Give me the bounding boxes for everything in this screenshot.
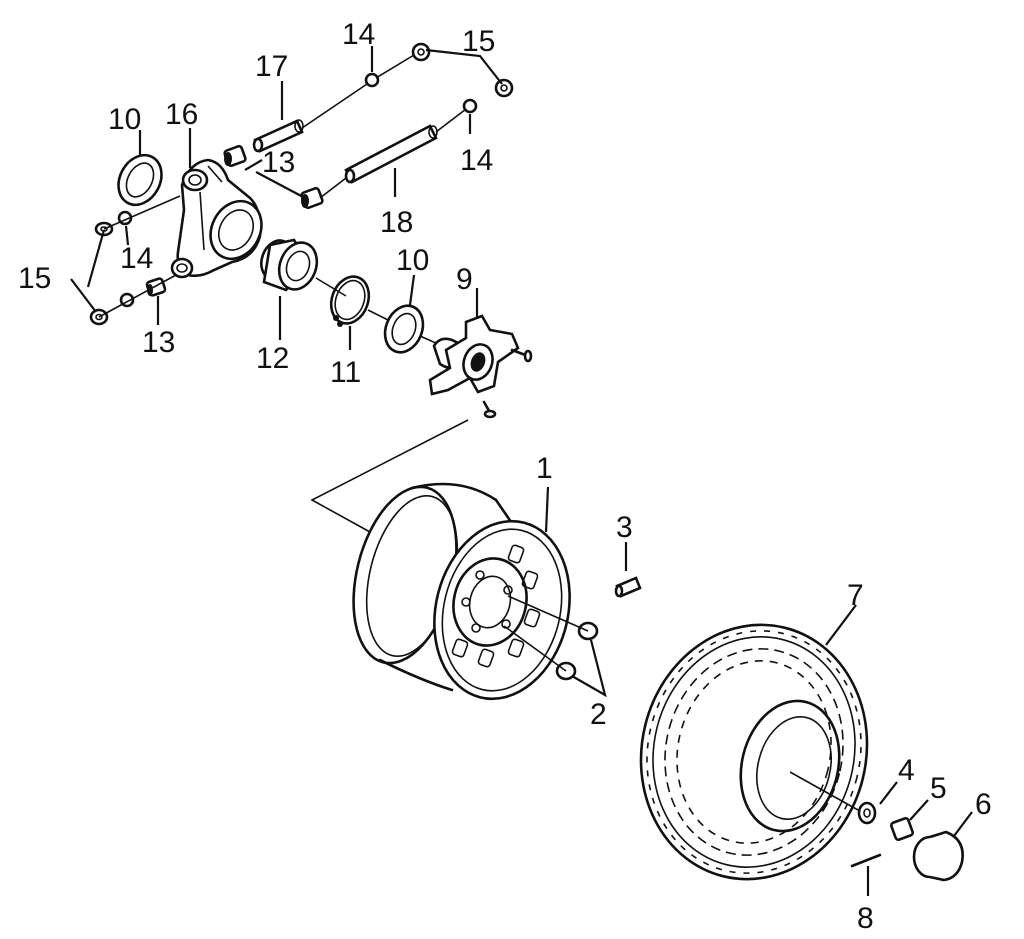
cotter-pin-8 (850, 853, 882, 868)
callout-14-right: 14 (460, 144, 493, 177)
callout-11: 11 (330, 356, 361, 389)
hub-9 (428, 314, 533, 419)
bushing-13-upper-b (300, 186, 324, 210)
callout-18: 18 (380, 206, 413, 239)
knuckle-16 (170, 158, 263, 279)
hub-cap-6 (912, 830, 964, 882)
callout-15-upper: 15 (462, 25, 495, 58)
callout-14-upper: 14 (342, 18, 375, 51)
oil-seal-10-upper (117, 153, 163, 207)
bushing-13-left (145, 277, 167, 297)
washer-4 (857, 801, 877, 825)
callout-8: 8 (857, 902, 874, 935)
valve-3 (614, 576, 642, 598)
callout-17: 17 (255, 50, 288, 83)
callout-13-upper: 13 (262, 146, 295, 179)
callout-15-left: 15 (18, 262, 51, 295)
washer-15-upper-left (411, 42, 431, 62)
circlip-11 (329, 275, 371, 327)
callout-10-upper: 10 (108, 103, 141, 136)
pin-18 (344, 124, 438, 184)
oil-seal-10-lower (383, 304, 425, 354)
callout-6: 6 (975, 788, 992, 821)
callout-10-lower: 10 (396, 244, 429, 277)
callout-3: 3 (616, 511, 633, 544)
nut-14-right (462, 98, 478, 114)
callout-16: 16 (165, 98, 198, 131)
callout-14-left: 14 (120, 242, 153, 275)
callout-5: 5 (930, 772, 947, 805)
wheel-rim-1 (352, 482, 571, 701)
pin-17 (252, 119, 304, 153)
callout-7: 7 (847, 579, 864, 612)
washer-15-upper-right (494, 78, 514, 98)
castle-nut-5 (890, 817, 914, 841)
callout-13-lower: 13 (142, 326, 175, 359)
bearing-12 (260, 238, 319, 292)
tire-7 (639, 623, 869, 881)
callout-12: 12 (256, 342, 289, 375)
callout-9: 9 (456, 263, 473, 296)
callout-2: 2 (590, 698, 607, 731)
callout-1: 1 (536, 452, 553, 485)
nut-14-upper (364, 72, 380, 88)
bushing-13-upper-a (223, 144, 247, 168)
callout-4: 4 (898, 754, 915, 787)
